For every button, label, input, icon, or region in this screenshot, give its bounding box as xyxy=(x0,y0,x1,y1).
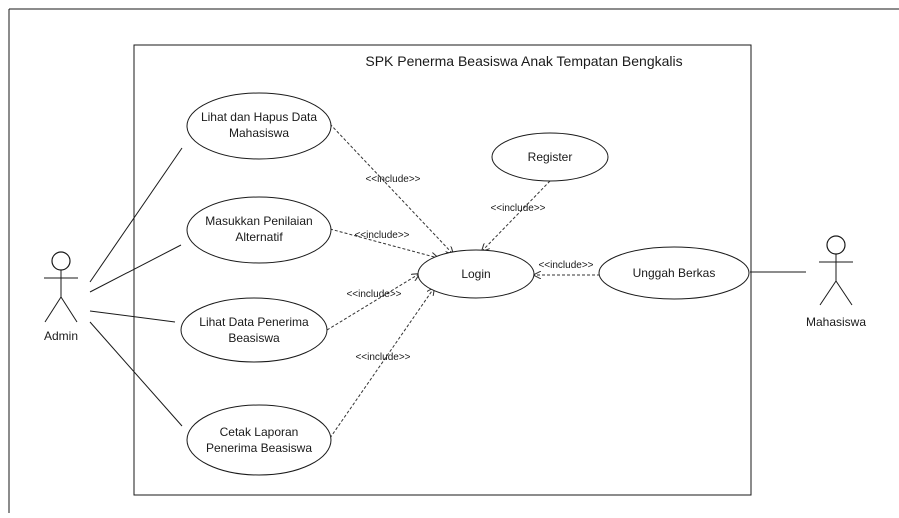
system-boundary xyxy=(133,44,752,496)
mahasiswa-leg-right xyxy=(835,280,853,306)
usecase-lihat-hapus-data[interactable]: Lihat dan Hapus Data Mahasiswa xyxy=(186,92,332,160)
usecase-unggah-berkas[interactable]: Unggah Berkas xyxy=(598,246,750,300)
include-label: <<include>> xyxy=(354,230,409,241)
usecase-label: Unggah Berkas xyxy=(633,266,716,280)
usecase-ellipse xyxy=(598,246,750,300)
usecase-masukkan-penilaian[interactable]: Masukkan Penilaian Alternatif xyxy=(186,196,332,264)
admin-leg-right xyxy=(60,296,78,323)
usecase-cetak-laporan[interactable]: Cetak Laporan Penerima Beasiswa xyxy=(186,404,332,476)
usecase-label-line1: Cetak Laporan xyxy=(220,425,299,439)
mahasiswa-leg-left xyxy=(819,280,837,306)
usecase-ellipse xyxy=(186,92,332,160)
include-masukkan-login xyxy=(329,228,438,258)
usecase-ellipse xyxy=(417,249,535,299)
usecase-label-line2: Alternatif xyxy=(235,230,283,244)
include-lihat-penerima-login xyxy=(326,274,419,331)
usecase-label: Login xyxy=(461,267,490,281)
admin-leg-left xyxy=(44,296,62,323)
system-title: SPK Penerma Beasiswa Anak Tempatan Bengk… xyxy=(365,53,682,69)
include-label: <<include>> xyxy=(538,260,593,271)
usecase-label-line2: Penerima Beasiswa xyxy=(206,441,312,455)
admin-label: Admin xyxy=(44,329,78,343)
include-register-login xyxy=(482,180,551,251)
include-label: <<include>> xyxy=(355,352,410,363)
include-label: <<include>> xyxy=(346,289,401,300)
mahasiswa-actor[interactable]: Mahasiswa xyxy=(806,235,866,329)
usecase-register[interactable]: Register xyxy=(491,132,609,182)
mahasiswa-head xyxy=(826,235,846,255)
include-cetak-login xyxy=(329,288,434,439)
usecase-ellipse xyxy=(186,196,332,264)
usecase-label-line2: Mahasiswa xyxy=(229,126,289,140)
usecase-ellipse xyxy=(186,404,332,476)
assoc-admin-lihat-hapus xyxy=(89,147,183,283)
usecase-label-line1: Lihat Data Penerima xyxy=(199,315,309,329)
usecase-label-line2: Beasiswa xyxy=(228,331,280,345)
admin-actor[interactable]: Admin xyxy=(44,251,78,343)
admin-head xyxy=(51,251,71,271)
include-label: <<include>> xyxy=(365,174,420,185)
assoc-admin-cetak xyxy=(89,321,183,427)
mahasiswa-label: Mahasiswa xyxy=(806,315,866,329)
usecase-label-line1: Masukkan Penilaian xyxy=(205,214,312,228)
usecase-ellipse xyxy=(491,132,609,182)
usecase-ellipse xyxy=(180,297,328,363)
assoc-admin-lihat-penerima xyxy=(89,310,176,323)
assoc-admin-masukkan xyxy=(89,244,182,293)
usecase-label-line1: Lihat dan Hapus Data xyxy=(201,110,317,124)
usecase-login[interactable]: Login xyxy=(417,249,535,299)
include-label: <<include>> xyxy=(490,203,545,214)
usecase-label: Register xyxy=(528,150,573,164)
usecase-lihat-data-penerima[interactable]: Lihat Data Penerima Beasiswa xyxy=(180,297,328,363)
